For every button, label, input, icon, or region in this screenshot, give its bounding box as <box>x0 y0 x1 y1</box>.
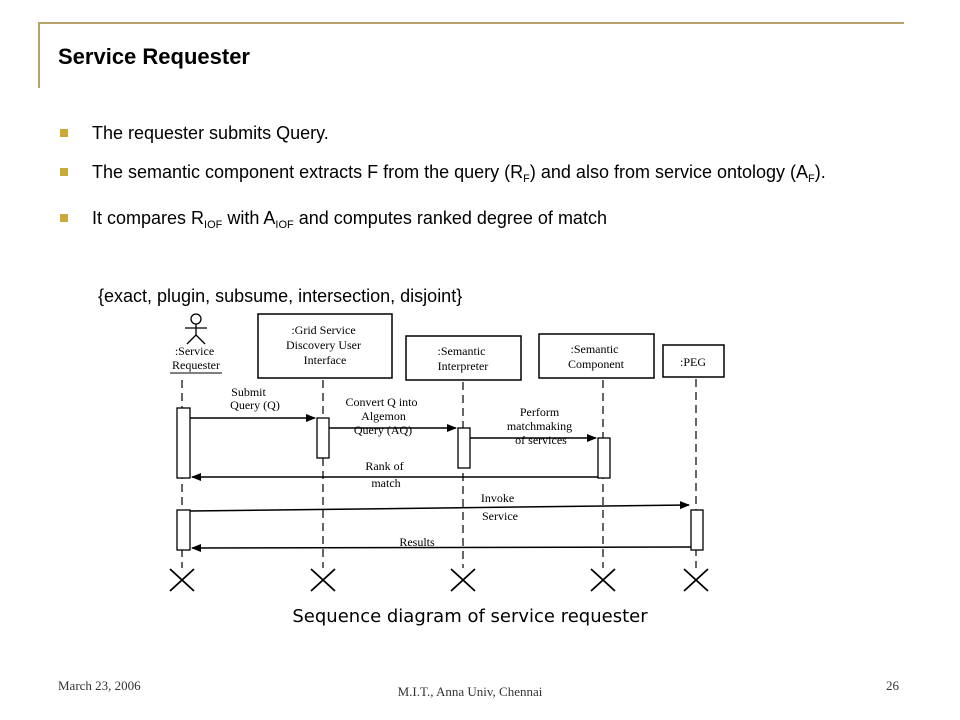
bullet-list: The requester submits Query. The semanti… <box>58 118 904 249</box>
subscript: IOF <box>275 219 294 231</box>
bullet-item: It compares RIOF with AIOF and computes … <box>58 203 904 241</box>
destroy-x-icon <box>590 568 616 592</box>
subscript: IOF <box>204 219 223 231</box>
destroy-marks <box>169 568 709 592</box>
destroy-x-icon <box>310 568 336 592</box>
bullet-text: It compares R <box>92 208 205 228</box>
bullet-text: ) and also from service ontology (A <box>529 162 809 182</box>
activation-bar <box>457 427 471 469</box>
activation-bar <box>316 417 330 459</box>
object-peg: :PEG <box>662 344 725 378</box>
footer-page-number: 26 <box>886 678 899 693</box>
footer-institution: M.I.T., Anna Univ, Chennai <box>397 684 543 699</box>
object-label: :PEG <box>680 355 706 369</box>
message-label: Invoke Service <box>481 491 518 523</box>
match-degree-set: {exact, plugin, subsume, intersection, d… <box>98 286 463 306</box>
message-arrow <box>189 501 690 512</box>
activation-bar <box>176 509 191 551</box>
bullet-item: The semantic component extracts F from t… <box>58 157 904 195</box>
bullet-item: The requester submits Query. <box>58 118 904 149</box>
object-grid-service-ui: :Grid Service Discovery User Interface <box>257 313 393 379</box>
object-box <box>405 335 522 381</box>
message-label: Perform matchmaking of services <box>507 405 575 447</box>
activation-bar <box>176 407 191 479</box>
message-label: Convert Q into Algemon Query (AQ) <box>346 395 421 437</box>
frame-left-rule <box>38 22 40 88</box>
footer-date: March 23, 2006 <box>58 678 141 693</box>
activation-bar <box>690 509 704 551</box>
destroy-x-icon <box>169 568 195 592</box>
object-label: :Semantic Interpreter <box>438 344 489 373</box>
message-label: Rank of match <box>365 459 406 490</box>
object-box <box>662 344 725 378</box>
actor-label: :Service Requester <box>172 344 220 372</box>
diagram-caption: Sequence diagram of service requester <box>292 606 648 627</box>
bullet-text: and computes ranked degree of match <box>293 208 607 228</box>
bullet-square-icon <box>60 168 68 176</box>
object-label: :Semantic Component <box>568 342 625 371</box>
slide-title: Service Requester <box>58 44 250 69</box>
destroy-x-icon <box>683 568 709 592</box>
object-box <box>538 333 655 379</box>
bullet-text: The semantic component extracts F from t… <box>92 162 524 182</box>
bullet-text: The requester submits Query. <box>92 123 329 143</box>
frame-top-rule <box>38 22 904 24</box>
destroy-x-icon <box>450 568 476 592</box>
actor-stick-figure-icon <box>185 313 207 345</box>
object-semantic-interpreter: :Semantic Interpreter <box>405 335 522 381</box>
subscript: F <box>523 173 530 185</box>
message-label: Results <box>399 535 435 549</box>
subscript: F <box>808 173 815 185</box>
bullet-square-icon <box>60 129 68 137</box>
object-label: :Grid Service Discovery User Interface <box>286 323 364 367</box>
object-box <box>257 313 393 379</box>
bullet-text: ). <box>814 162 826 182</box>
message-label: Submit Query (Q) <box>230 385 280 412</box>
message-arrow <box>191 543 692 552</box>
activation-bar <box>597 437 611 479</box>
bullet-text: with A <box>222 208 276 228</box>
bullet-square-icon <box>60 214 68 222</box>
object-semantic-component: :Semantic Component <box>538 333 655 379</box>
